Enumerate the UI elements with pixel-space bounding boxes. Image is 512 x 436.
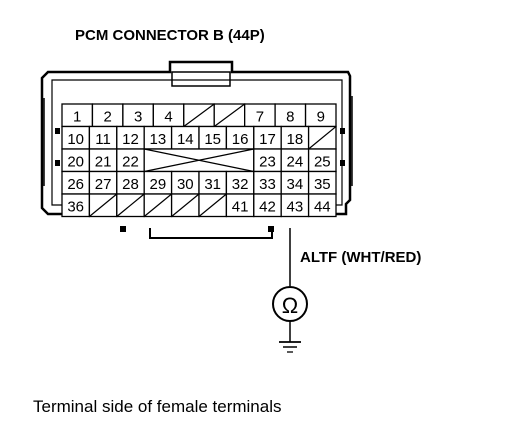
terminal-number-24: 24 — [287, 153, 304, 170]
terminal-number-41: 41 — [232, 198, 249, 215]
terminal-number-7: 7 — [256, 108, 264, 125]
terminal-number-21: 21 — [95, 153, 112, 170]
ohm-symbol: Ω — [282, 293, 298, 318]
terminal-number-4: 4 — [164, 108, 172, 125]
terminal-number-30: 30 — [177, 176, 194, 193]
blank-cavity-mark — [143, 193, 172, 217]
terminal-number-14: 14 — [177, 131, 194, 148]
blank-cavity-mark — [183, 103, 215, 127]
terminal-number-36: 36 — [67, 198, 84, 215]
terminal-number-15: 15 — [204, 131, 221, 148]
terminal-number-28: 28 — [122, 176, 139, 193]
terminal-number-32: 32 — [232, 176, 249, 193]
terminal-number-25: 25 — [314, 153, 331, 170]
terminal-number-18: 18 — [287, 131, 304, 148]
blank-cavity-mark — [144, 148, 254, 173]
terminal-number-17: 17 — [259, 131, 276, 148]
terminal-number-13: 13 — [150, 131, 167, 148]
blank-cavity-mark — [171, 193, 200, 217]
wire-label: ALTF (WHT/RED) — [300, 249, 421, 266]
terminal-number-42: 42 — [259, 198, 276, 215]
diagram-title: PCM CONNECTOR B (44P) — [75, 27, 265, 44]
blank-cavity-mark — [116, 193, 145, 217]
terminal-number-26: 26 — [67, 176, 84, 193]
terminal-number-43: 43 — [287, 198, 304, 215]
terminal-number-31: 31 — [204, 176, 221, 193]
terminal-number-33: 33 — [259, 176, 276, 193]
terminal-number-16: 16 — [232, 131, 249, 148]
terminal-number-2: 2 — [103, 108, 111, 125]
terminal-number-29: 29 — [150, 176, 167, 193]
terminal-number-12: 12 — [122, 131, 139, 148]
terminal-number-27: 27 — [95, 176, 112, 193]
terminal-number-44: 44 — [314, 198, 331, 215]
blank-cavity-mark — [308, 126, 337, 150]
terminal-number-11: 11 — [95, 131, 111, 148]
blank-cavity-mark — [198, 193, 227, 217]
ohmmeter-icon: Ω — [272, 286, 308, 322]
blank-cavity-mark — [213, 103, 246, 127]
terminal-number-35: 35 — [314, 176, 331, 193]
blank-cavity-mark — [89, 193, 118, 217]
terminal-number-3: 3 — [134, 108, 142, 125]
terminal-number-34: 34 — [287, 176, 304, 193]
terminal-number-20: 20 — [67, 153, 84, 170]
terminal-number-10: 10 — [67, 131, 84, 148]
terminal-cell — [307, 193, 337, 218]
terminal-number-23: 23 — [259, 153, 276, 170]
caption: Terminal side of female terminals — [33, 397, 281, 416]
terminal-number-9: 9 — [317, 108, 325, 125]
terminal-number-1: 1 — [73, 108, 81, 125]
terminal-number-8: 8 — [286, 108, 294, 125]
terminal-number-22: 22 — [122, 153, 139, 170]
connector-housing — [40, 60, 353, 239]
ground-icon — [279, 341, 301, 353]
